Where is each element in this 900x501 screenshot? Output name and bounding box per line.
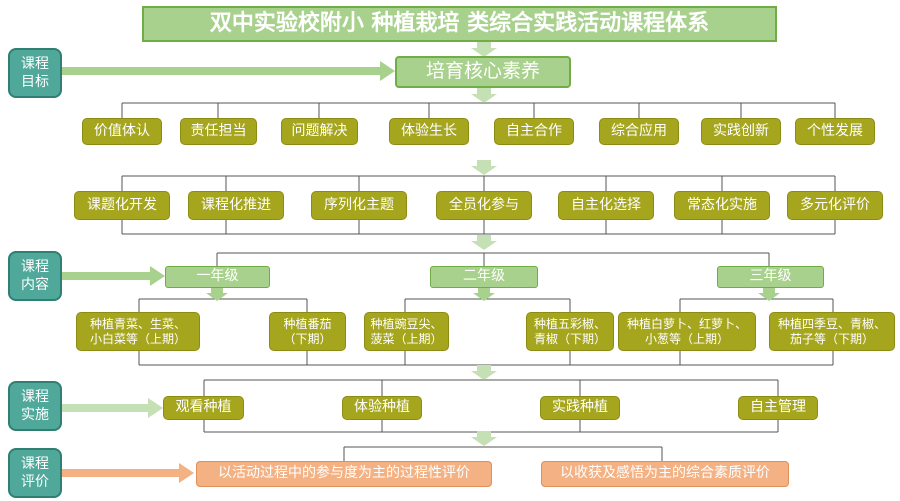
approach-item: 全员化参与 xyxy=(436,191,532,220)
approach-item: 多元化评价 xyxy=(787,191,883,220)
crop-item: 种植豌豆尖、 菠菜（上期） xyxy=(364,312,449,351)
quality-item: 价值体认 xyxy=(82,118,162,145)
approach-item: 课程化推进 xyxy=(188,191,284,220)
quality-item: 综合应用 xyxy=(599,118,679,145)
approach-item: 常态化实施 xyxy=(674,191,770,220)
implementation-item: 体验种植 xyxy=(342,396,422,420)
crop-item: 种植四季豆、青椒、 茄子等（下期） xyxy=(769,312,895,351)
grade-1-box: 一年级 xyxy=(165,266,270,288)
crop-item: 种植青菜、生菜、 小白菜等（上期） xyxy=(76,312,200,351)
quality-item: 体验生长 xyxy=(389,118,469,145)
core-literacy-box: 培育核心素养 xyxy=(395,56,571,88)
implementation-item: 观看种植 xyxy=(163,396,244,420)
implementation-item: 实践种植 xyxy=(540,396,620,420)
side-label-goal: 课程 目标 xyxy=(8,48,62,98)
crop-item: 种植白萝卜、红萝卜、 小葱等（上期） xyxy=(618,312,756,351)
quality-item: 个性发展 xyxy=(795,118,875,145)
approach-item: 序列化主题 xyxy=(311,191,407,220)
diagram-title: 双中实验校附小 种植栽培 类综合实践活动课程体系 xyxy=(142,6,777,42)
evaluation-item: 以收获及感悟为主的综合素质评价 xyxy=(541,461,789,487)
implementation-item: 自主管理 xyxy=(738,396,818,420)
quality-item: 实践创新 xyxy=(701,118,781,145)
crop-item: 种植五彩椒、 青椒（下期） xyxy=(526,312,614,351)
side-label-evaluate: 课程 评价 xyxy=(8,448,62,498)
approach-item: 自主化选择 xyxy=(558,191,654,220)
side-label-implement: 课程 实施 xyxy=(8,381,62,431)
quality-item: 自主合作 xyxy=(494,118,574,145)
grade-3-box: 三年级 xyxy=(717,266,824,288)
grade-2-box: 二年级 xyxy=(430,266,538,288)
evaluation-item: 以活动过程中的参与度为主的过程性评价 xyxy=(196,461,492,487)
side-label-content: 课程 内容 xyxy=(8,251,62,301)
quality-item: 问题解决 xyxy=(281,118,358,145)
crop-item: 种植番茄 （下期） xyxy=(269,312,346,351)
quality-item: 责任担当 xyxy=(180,118,257,145)
approach-item: 课题化开发 xyxy=(74,191,170,220)
